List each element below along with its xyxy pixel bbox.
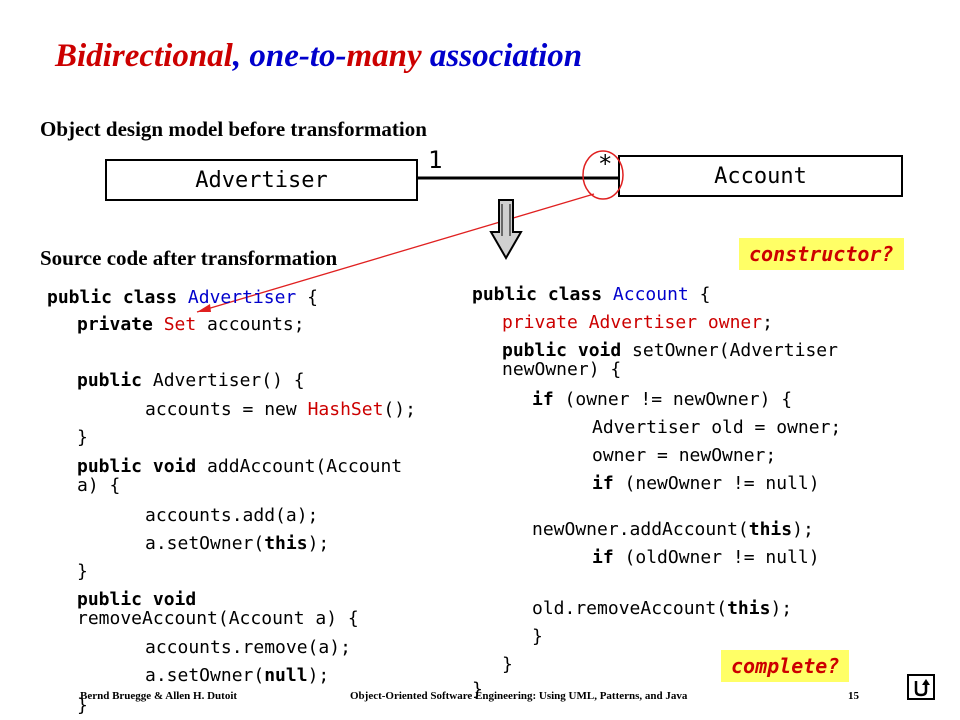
code-line: } xyxy=(502,654,513,675)
code-line: accounts.add(a); xyxy=(145,505,319,526)
code-line: public Advertiser() { xyxy=(77,370,305,391)
multiplicity-many: * xyxy=(598,150,613,178)
uml-class-account: Account xyxy=(618,155,903,197)
footer-book-title: Object-Oriented Software Engineering: Us… xyxy=(350,690,688,702)
footer-page-number: 15 xyxy=(848,690,859,702)
pointer-line xyxy=(196,193,595,313)
footer-authors: Bernd Bruegge & Allen H. Dutoit xyxy=(80,690,238,702)
callout-constructor: constructor? xyxy=(739,238,904,270)
code-line: } xyxy=(532,626,543,647)
code-line: public void addAccount(Account xyxy=(77,456,403,477)
code-line: a) { xyxy=(77,475,121,496)
uml-class-advertiser: Advertiser xyxy=(105,159,418,201)
code-line: if (owner != newOwner) { xyxy=(532,389,793,410)
heading-after: Source code after transformation xyxy=(40,246,338,270)
code-line: } xyxy=(77,427,88,448)
multiplicity-highlight-circle xyxy=(582,150,624,200)
code-line: public void xyxy=(77,589,197,610)
code-line: } xyxy=(77,561,88,582)
heading-before: Object design model before transformatio… xyxy=(40,117,427,141)
code-line: if (oldOwner != null) xyxy=(592,547,820,568)
slide-title: Bidirectional, one-to-many association xyxy=(55,38,583,74)
code-line: owner = newOwner; xyxy=(592,445,777,466)
multiplicity-one: 1 xyxy=(428,146,443,174)
code-line: public class Account { xyxy=(472,284,711,305)
code-line: public class Advertiser { xyxy=(47,287,318,308)
code-line: accounts = new HashSet(); xyxy=(145,399,416,420)
code-line: } xyxy=(472,679,483,700)
code-line: accounts.remove(a); xyxy=(145,637,351,658)
code-line: newOwner.addAccount(this); xyxy=(532,519,814,540)
down-arrow-icon xyxy=(489,199,523,261)
u-turn-back-icon xyxy=(914,679,930,697)
code-line: old.removeAccount(this); xyxy=(532,598,793,619)
back-nav-button[interactable] xyxy=(907,674,935,700)
code-line: private Advertiser owner; xyxy=(502,312,773,333)
code-line: a.setOwner(null); xyxy=(145,665,330,686)
code-line: Advertiser old = owner; xyxy=(592,417,842,438)
callout-complete: complete? xyxy=(721,650,850,682)
code-line: } xyxy=(77,695,88,716)
pointer-arrowhead xyxy=(197,304,211,312)
code-line: private Set accounts; xyxy=(77,314,305,335)
code-line: removeAccount(Account a) { xyxy=(77,608,359,629)
code-line: if (newOwner != null) xyxy=(592,473,820,494)
code-line: newOwner) { xyxy=(502,359,622,380)
code-line: a.setOwner(this); xyxy=(145,533,330,554)
code-line: public void setOwner(Advertiser xyxy=(502,340,838,361)
